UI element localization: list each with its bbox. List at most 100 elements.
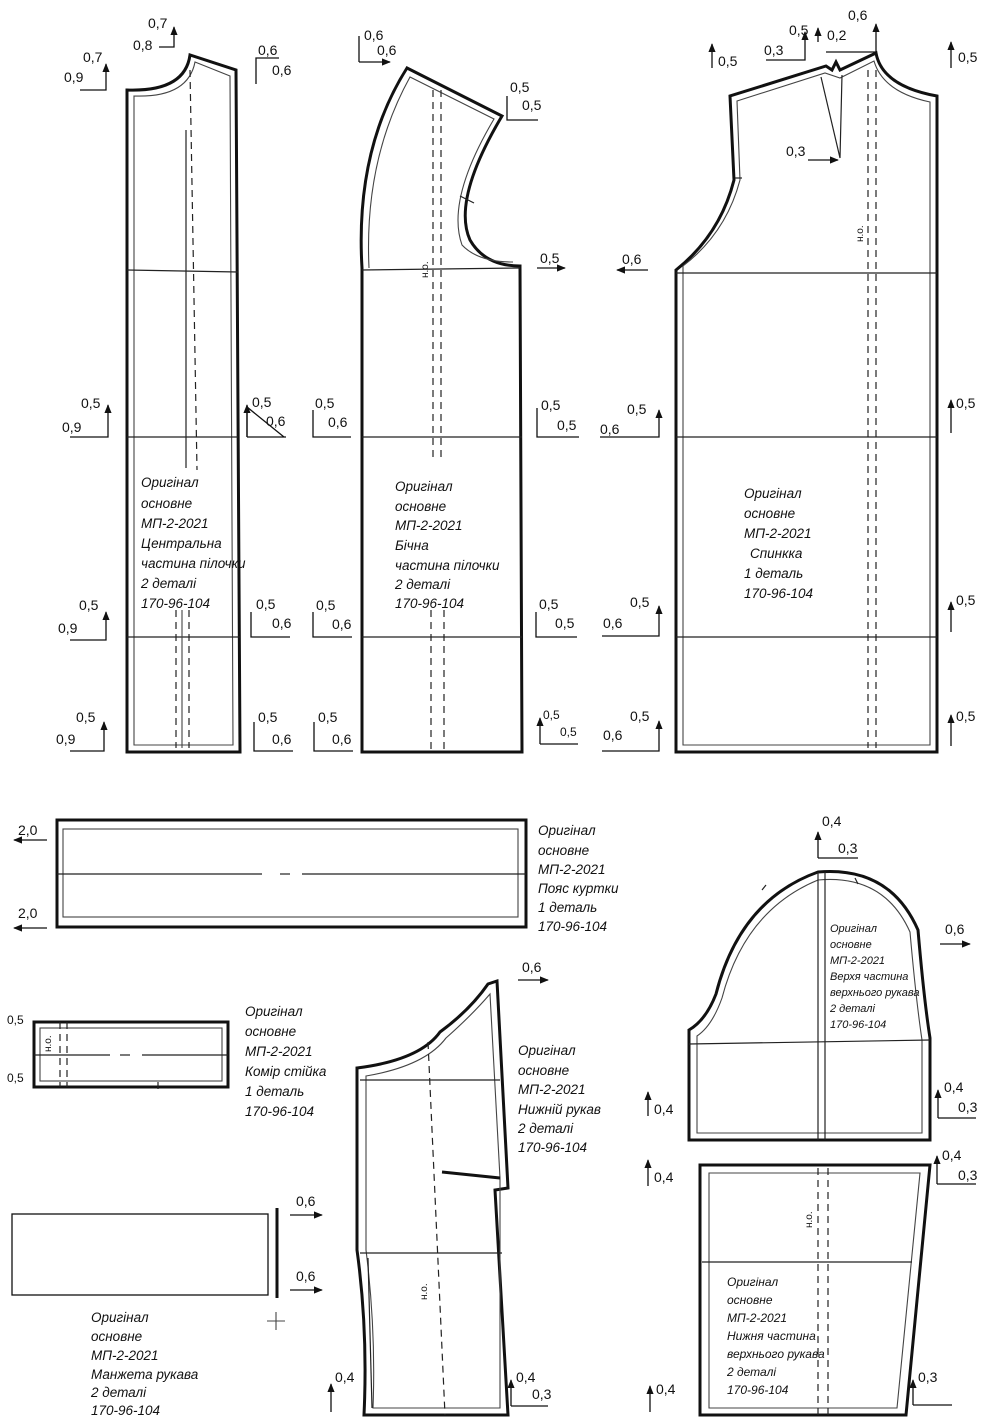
allowance-value: 0,5 bbox=[956, 395, 976, 411]
label-line: Оригінал bbox=[830, 923, 877, 935]
under-sleeve-piece: н.о. Оригінал основне МП-2-2021 Нижній р… bbox=[327, 959, 601, 1417]
allowance-value: 0,6 bbox=[296, 1268, 316, 1284]
label-line: 2 деталі bbox=[140, 576, 197, 591]
side-front-piece: н.о. Оригінал основне МП-2-2021 Бічна ча… bbox=[312, 27, 579, 754]
allowance-value: 0,6 bbox=[332, 731, 352, 747]
label-line: Пояс куртки bbox=[538, 881, 619, 896]
allowance-value: 0,5 bbox=[315, 395, 335, 411]
label-line: 170-96-104 bbox=[395, 596, 464, 611]
allowance-value: 0,5 bbox=[555, 615, 575, 631]
label-line: 170-96-104 bbox=[538, 919, 607, 934]
allowance-value: 0,4 bbox=[335, 1369, 355, 1385]
allowance-value: 0,3 bbox=[838, 840, 858, 856]
grain-mark: н.о. bbox=[419, 1283, 430, 1300]
label-line: основне bbox=[245, 1024, 296, 1039]
label-line: основне bbox=[141, 496, 192, 511]
allowance-value: 0,3 bbox=[764, 42, 784, 58]
allowance-value: 0,5 bbox=[630, 594, 650, 610]
label-line: Нижній рукав bbox=[518, 1102, 601, 1117]
label-line: Оригінал bbox=[141, 475, 199, 490]
central-front-piece: Оригінал основне МП-2-2021 Центральна ча… bbox=[56, 15, 293, 754]
grain-mark: н.о. bbox=[855, 225, 866, 242]
allowance-value: 0,6 bbox=[272, 62, 292, 78]
allowance-value: 0,9 bbox=[58, 620, 78, 636]
allowance-value: 0,5 bbox=[522, 97, 542, 113]
label-line: частина пілочки bbox=[395, 558, 500, 573]
allowance-value: 0,9 bbox=[56, 731, 76, 747]
label-line: 1 деталь bbox=[245, 1084, 304, 1099]
label-line: основне bbox=[518, 1063, 569, 1078]
label-line: основне bbox=[538, 843, 589, 858]
allowance-value: 0,5 bbox=[543, 708, 560, 722]
allowance-value: 0,6 bbox=[328, 414, 348, 430]
allowance-value: 0,6 bbox=[622, 251, 642, 267]
label-line: Оригінал bbox=[395, 479, 453, 494]
allowance-value: 0,5 bbox=[718, 53, 738, 69]
cuff-piece: 0,6 0,6 Оригінал основне МП-2-2021 Манже… bbox=[11, 1193, 323, 1417]
allowance-value: 0,6 bbox=[603, 727, 623, 743]
label-line: верхнього рукава bbox=[830, 987, 919, 999]
allowance-value: 0,3 bbox=[786, 143, 806, 159]
allowance-value: 0,7 bbox=[148, 15, 168, 31]
allowance-value: 0,6 bbox=[332, 616, 352, 632]
label-line: Бічна bbox=[395, 538, 429, 553]
upper-sleeve-top-piece: Оригінал основне МП-2-2021 Верхя частина… bbox=[644, 813, 978, 1142]
allowance-value: 0,5 bbox=[7, 1071, 24, 1085]
label-line: основне bbox=[744, 506, 795, 521]
label-line: Оригінал bbox=[744, 486, 802, 501]
label-line: Центральна bbox=[141, 536, 222, 551]
allowance-value: 0,4 bbox=[516, 1369, 536, 1385]
allowance-value: 0,5 bbox=[560, 725, 577, 739]
allowance-value: 0,6 bbox=[600, 421, 620, 437]
label-line: 2 деталі bbox=[394, 577, 451, 592]
allowance-value: 0,6 bbox=[603, 615, 623, 631]
label-line: основне bbox=[395, 499, 446, 514]
back-piece: н.о. Оригінал основне МП-2-2021 Спинкка … bbox=[600, 7, 978, 754]
label-line: 170-96-104 bbox=[744, 586, 813, 601]
label-line: основне bbox=[91, 1329, 142, 1344]
label-line: Оригінал bbox=[91, 1310, 149, 1325]
label-line: Нижня частина bbox=[727, 1329, 816, 1343]
allowance-value: 0,8 bbox=[133, 37, 153, 53]
allowance-value: 0,3 bbox=[918, 1369, 938, 1385]
allowance-value: 0,6 bbox=[848, 7, 868, 23]
label-line: МП-2-2021 bbox=[830, 955, 885, 967]
allowance-value: 0,5 bbox=[630, 708, 650, 724]
allowance-value: 0,7 bbox=[83, 49, 103, 65]
label-line: частина пілочки bbox=[141, 556, 246, 571]
allowance-value: 0,9 bbox=[64, 69, 84, 85]
label-line: 170-96-104 bbox=[141, 596, 210, 611]
label-line: МП-2-2021 bbox=[91, 1348, 159, 1363]
allowance-value: 0,6 bbox=[377, 42, 397, 58]
label-line: 1 деталь bbox=[538, 900, 597, 915]
allowance-value: 0,5 bbox=[956, 592, 976, 608]
label-line: Верхя частина bbox=[830, 971, 908, 983]
allowance-value: 0,5 bbox=[540, 250, 560, 266]
label-line: 2 деталі bbox=[517, 1121, 574, 1136]
allowance-value: 0,3 bbox=[532, 1386, 552, 1402]
label-line: Манжета рукава bbox=[91, 1367, 199, 1382]
label-line: 2 деталі bbox=[90, 1385, 147, 1400]
label-line: 170-96-104 bbox=[518, 1140, 587, 1155]
allowance-value: 0,5 bbox=[956, 708, 976, 724]
upper-sleeve-bottom-piece: н.о. Оригінал основне МП-2-2021 Нижня ча… bbox=[644, 1147, 978, 1417]
allowance-value: 0,4 bbox=[656, 1381, 676, 1397]
belt-piece: 2,0 2,0 Оригінал основне МП-2-2021 Пояс … bbox=[13, 818, 619, 934]
label-line: Оригінал bbox=[727, 1275, 778, 1289]
allowance-value: 0,6 bbox=[258, 42, 278, 58]
label-line: 170-96-104 bbox=[830, 1019, 886, 1031]
label-line: 1 деталь bbox=[744, 566, 803, 581]
grain-mark: н.о. bbox=[804, 1211, 815, 1228]
label-line: Оригінал bbox=[538, 823, 596, 838]
allowance-value: 0,3 bbox=[958, 1099, 978, 1115]
allowance-value: 0,6 bbox=[272, 615, 292, 631]
allowance-value: 0,4 bbox=[942, 1147, 962, 1163]
label-line: Оригінал bbox=[518, 1043, 576, 1058]
label-line: 170-96-104 bbox=[245, 1104, 314, 1119]
allowance-value: 0,2 bbox=[827, 27, 847, 43]
label-line: МП-2-2021 bbox=[727, 1311, 787, 1325]
allowance-value: 0,4 bbox=[654, 1169, 674, 1185]
allowance-value: 0,5 bbox=[258, 709, 278, 725]
allowance-value: 0,5 bbox=[627, 401, 647, 417]
